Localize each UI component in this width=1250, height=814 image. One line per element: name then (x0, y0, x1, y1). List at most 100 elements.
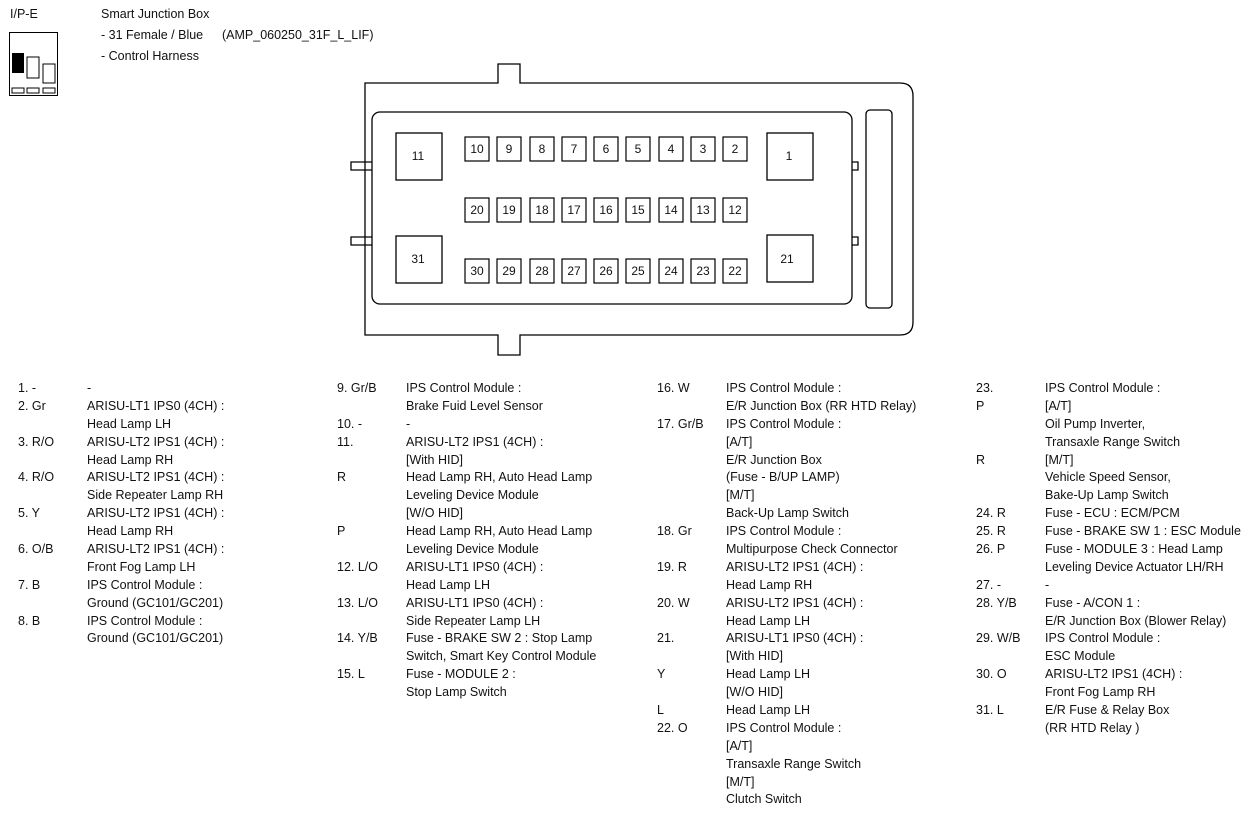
pin-description: Fuse - A/CON 1 : (1045, 595, 1141, 610)
pin-description: Stop Lamp Switch (406, 685, 507, 700)
pin-description: ESC Module (1045, 649, 1116, 664)
pin-11-cavity (395, 132, 443, 181)
pin-label-23: 23 (696, 264, 710, 278)
pin-number: 30. O (976, 667, 1007, 682)
pin-number: 31. L (976, 703, 1004, 718)
pin-label-30: 30 (470, 264, 484, 278)
pin-number: 23. (976, 381, 994, 395)
pin-label-27: 27 (567, 264, 581, 278)
pin-description: ARISU-LT1 IPS0 (4CH) : (726, 631, 864, 646)
pin-label-8: 8 (539, 142, 546, 156)
pin-description: [M/T] (1045, 452, 1074, 467)
pin-label-7: 7 (571, 142, 578, 156)
pin-number: 8. B (18, 613, 41, 628)
pin-description: [With HID] (726, 649, 783, 664)
pin-number: 21. (657, 631, 675, 646)
pin-description: [A/T] (726, 738, 753, 753)
pin-number: 4. R/O (18, 470, 55, 485)
connector-harness: - Control Harness (101, 49, 199, 63)
pin-label-25: 25 (631, 264, 645, 278)
pin-label-20: 20 (470, 203, 484, 217)
pin-label-1: 1 (786, 149, 793, 163)
pin-label-17: 17 (567, 203, 581, 217)
pin-description: ARISU-LT2 IPS1 (4CH) : (726, 559, 864, 574)
pin-description: Head Lamp LH (726, 703, 811, 718)
pin-number: R (337, 470, 347, 485)
pin-label-29: 29 (502, 264, 516, 278)
pin-number: 12. L/O (337, 559, 378, 574)
pin-description: Head Lamp LH (406, 577, 491, 592)
pin-number: 22. O (657, 720, 688, 735)
pin-number: 10. - (337, 416, 363, 431)
pin-label-10: 10 (470, 142, 484, 156)
pin-description: Back-Up Lamp Switch (726, 506, 849, 521)
pin-description: Side Repeater Lamp LH (406, 613, 541, 628)
pin-description: Side Repeater Lamp RH (87, 488, 224, 503)
pin-description: [With HID] (406, 452, 463, 467)
pin-label-31: 31 (411, 252, 425, 266)
pin-label-11: 11 (412, 149, 425, 163)
pin-label-2: 2 (732, 142, 739, 156)
pin-description: Head Lamp RH (87, 524, 174, 539)
pin-description: [M/T] (726, 488, 755, 503)
pin-description: Brake Fuid Level Sensor (406, 398, 543, 413)
pin-number: R (976, 452, 986, 467)
pin-label-6: 6 (603, 142, 610, 156)
pin-description: IPS Control Module : (406, 381, 522, 395)
pin-description: ARISU-LT1 IPS0 (4CH) : (406, 559, 544, 574)
pin-description: ARISU-LT2 IPS1 (4CH) : (87, 434, 225, 449)
pin-number: P (976, 398, 985, 413)
pin-description: Multipurpose Check Connector (726, 542, 898, 557)
pin-description: Switch, Smart Key Control Module (406, 649, 597, 664)
pin-description: [M/T] (726, 774, 755, 789)
pin-description: Fuse - MODULE 2 : (406, 667, 516, 682)
pin-description: Leveling Device Module (406, 488, 539, 503)
pin-number: 5. Y (18, 506, 41, 521)
pin-description: Head Lamp RH (726, 577, 813, 592)
pin-number: 20. W (657, 595, 690, 610)
pin-description: IPS Control Module : (726, 381, 842, 395)
pin-description: ARISU-LT2 IPS1 (4CH) : (726, 595, 864, 610)
pin-description: ARISU-LT2 IPS1 (4CH) : (87, 542, 225, 557)
pin-number: 9. Gr/B (337, 381, 377, 395)
pin-number: 19. R (657, 559, 687, 574)
pin-label-15: 15 (631, 203, 645, 217)
pin-number: 28. Y/B (976, 595, 1017, 610)
pin-number: 18. Gr (657, 524, 692, 539)
pin-description: Fuse - BRAKE SW 2 : Stop Lamp (406, 631, 593, 646)
pin-label-16: 16 (599, 203, 613, 217)
pin-label-24: 24 (664, 264, 678, 278)
pin-description: [W/O HID] (406, 506, 463, 521)
pin-number: 27. - (976, 577, 1002, 592)
pin-number: 6. O/B (18, 542, 54, 557)
connector-code: I/P-E (10, 7, 38, 21)
pin-description: IPS Control Module : (726, 524, 842, 539)
pin-number: 3. R/O (18, 434, 55, 449)
pin-number: 1. - (18, 381, 37, 395)
pin-number: 25. R (976, 524, 1006, 539)
pin-description: Head Lamp RH (87, 452, 174, 467)
pin-description: Head Lamp RH, Auto Head Lamp (406, 524, 593, 539)
pin-number: 29. W/B (976, 631, 1021, 646)
pin-description: [W/O HID] (726, 685, 783, 700)
pin-description: Head Lamp LH (726, 667, 811, 682)
pin-description: IPS Control Module : (726, 416, 842, 431)
pin-description: E/R Junction Box (RR HTD Relay) (726, 398, 917, 413)
pin-description: Head Lamp LH (87, 416, 172, 431)
pin-description: ARISU-LT2 IPS1 (4CH) : (406, 434, 544, 449)
pin-description: Head Lamp LH (726, 613, 811, 628)
pin-description: Fuse - BRAKE SW 1 : ESC Module (1045, 524, 1241, 539)
pin-label-4: 4 (668, 142, 675, 156)
pin-description: Vehicle Speed Sensor, (1045, 470, 1171, 485)
connector-title: Smart Junction Box (101, 7, 210, 21)
pin-number: 2. Gr (18, 398, 46, 413)
pin-description: Transaxle Range Switch (726, 756, 862, 771)
pin-number: 24. R (976, 506, 1006, 521)
pin-description: ARISU-LT1 IPS0 (4CH) : (87, 398, 225, 413)
pin-number: L (657, 703, 664, 718)
pin-description: Leveling Device Module (406, 542, 539, 557)
pin-description: - (406, 416, 411, 431)
pin-number: 11. (337, 434, 354, 449)
pin-description: (RR HTD Relay ) (1045, 720, 1140, 735)
pin-description: Leveling Device Actuator LH/RH (1045, 559, 1224, 574)
